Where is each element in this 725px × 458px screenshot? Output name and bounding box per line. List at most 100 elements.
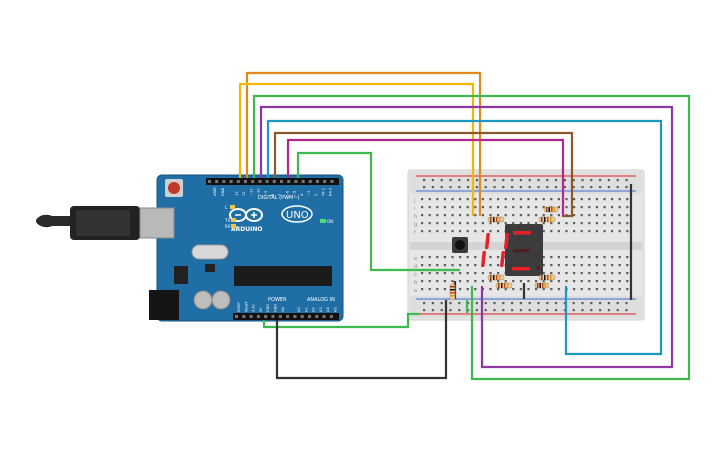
- wire-green-button: [296, 151, 460, 272]
- analog-pin-label: A1: [304, 307, 308, 312]
- segment-f: [484, 233, 490, 249]
- arduino-uno-board[interactable]: ARDUINO UNO DIGITAL (PWM~) ON TX RX L PO…: [36, 174, 344, 322]
- usb-plug-tip: [36, 214, 70, 228]
- digital-pin-label: 4: [300, 193, 304, 196]
- digital-pin-label: ~9: [264, 190, 268, 196]
- segment-e: [481, 251, 487, 267]
- digital-pin-label: ~11: [249, 188, 253, 196]
- atmega-chip: [234, 266, 332, 286]
- rx-label: RX: [225, 224, 231, 229]
- resistor-top-left: [487, 216, 505, 223]
- segment-b: [503, 233, 509, 249]
- decimal-point: [536, 266, 540, 270]
- resistor-bottom-far: [534, 282, 550, 289]
- power-pin-label: 3.3V: [252, 304, 256, 312]
- display-digit-segments: [481, 231, 531, 271]
- wire-green-long: [252, 94, 691, 381]
- resistor-pulldown: [449, 283, 456, 301]
- wires[interactable]: [238, 71, 691, 381]
- capacitor-2: [211, 290, 231, 310]
- svg-text:g: g: [414, 222, 417, 228]
- digital-pin-label: ~3: [307, 191, 311, 196]
- brand-label: ARDUINO: [231, 226, 262, 233]
- segment-c: [500, 251, 506, 267]
- seven-segment-display[interactable]: 0: [0, 0, 543, 276]
- power-analog-header[interactable]: [233, 313, 339, 320]
- power-pin-label: IOREF: [237, 302, 241, 312]
- digital-pin-label: ~6: [285, 190, 289, 196]
- on-label: ON: [327, 219, 333, 224]
- wire-orange: [245, 71, 482, 216]
- wire-brown: [273, 131, 574, 218]
- analog-pin-label: A4: [326, 307, 330, 312]
- capacitor-1: [193, 290, 213, 310]
- power-jack: [149, 290, 179, 320]
- power-section-label: POWER: [268, 297, 287, 303]
- digital-pin-label: TX 1: [321, 188, 325, 197]
- digital-pin-label: 13: [235, 191, 239, 196]
- resistor-bottom-mid: [495, 282, 513, 289]
- aref-pin-label: AREF: [213, 187, 217, 196]
- arduino-logo: [229, 208, 263, 222]
- push-button[interactable]: [452, 237, 468, 253]
- model-label: UNO: [286, 210, 309, 221]
- wire-green-5v: [262, 312, 420, 329]
- svg-text:i: i: [414, 206, 415, 212]
- row-letters-bottom: e d c b a: [414, 256, 417, 294]
- segment-d: [512, 267, 530, 271]
- svg-text:h: h: [414, 214, 417, 220]
- analog-pin-label: A0: [297, 307, 301, 312]
- power-pin-label: GND: [274, 304, 278, 312]
- digital-pin-label: ~5: [293, 191, 297, 196]
- on-led: [320, 219, 326, 223]
- analog-pin-label: A5: [334, 307, 338, 312]
- power-pin-label: 5V: [259, 307, 263, 312]
- wire-yellow: [238, 82, 475, 216]
- breadboard-holes: [421, 179, 629, 312]
- digital-pin-label: 8: [271, 193, 275, 196]
- svg-text:j: j: [413, 198, 415, 204]
- digital-pin-label: 2: [314, 194, 318, 196]
- segment-g: [513, 249, 530, 253]
- digital-pin-label: 7: [278, 194, 282, 196]
- row-letters-top: j i h g f: [413, 198, 417, 236]
- digital-pin-label: ~10: [257, 188, 261, 196]
- usb-port: [139, 207, 175, 239]
- digital-pin-label: 12: [242, 191, 246, 196]
- analog-pin-label: A3: [319, 307, 323, 312]
- gnd-pin-label: GND: [221, 188, 225, 196]
- header-pins: [208, 180, 334, 318]
- digital-pwm-label: DIGITAL (PWM~): [258, 195, 300, 201]
- power-pin-label: GND: [266, 304, 270, 312]
- resistors[interactable]: [449, 206, 559, 301]
- wire-magenta: [286, 138, 565, 216]
- svg-text:e: e: [414, 256, 417, 262]
- resistor-bottom-left: [487, 274, 505, 281]
- l-label: L: [225, 205, 228, 210]
- tx-label: TX: [224, 218, 230, 223]
- voltage-regulator: [174, 266, 188, 284]
- svg-text:a: a: [414, 288, 417, 294]
- crystal-oscillator: [191, 244, 229, 260]
- segment-a: [513, 231, 531, 235]
- power-pin-label: Vin: [281, 307, 285, 312]
- uno-badge: UNO: [281, 205, 313, 223]
- wire-purple: [259, 105, 674, 369]
- display-digit-value: 0: [0, 0, 1, 1]
- reset-button[interactable]: [168, 182, 180, 194]
- analog-section-label: ANALOG IN: [307, 297, 335, 303]
- svg-text:d: d: [414, 264, 417, 270]
- digital-pin-label: RX 0: [329, 187, 333, 196]
- wire-black-gnd: [275, 300, 448, 380]
- svg-text:c: c: [414, 272, 417, 278]
- resistor-top-right: [543, 206, 559, 213]
- wire-teal: [266, 119, 663, 356]
- resistor-top-mid: [538, 216, 556, 223]
- digital-header[interactable]: [206, 178, 339, 185]
- power-pin-label: RESET: [244, 300, 248, 312]
- svg-text:f: f: [414, 230, 416, 236]
- resistor-bottom-right: [538, 274, 556, 281]
- analog-pin-label: A2: [312, 307, 316, 312]
